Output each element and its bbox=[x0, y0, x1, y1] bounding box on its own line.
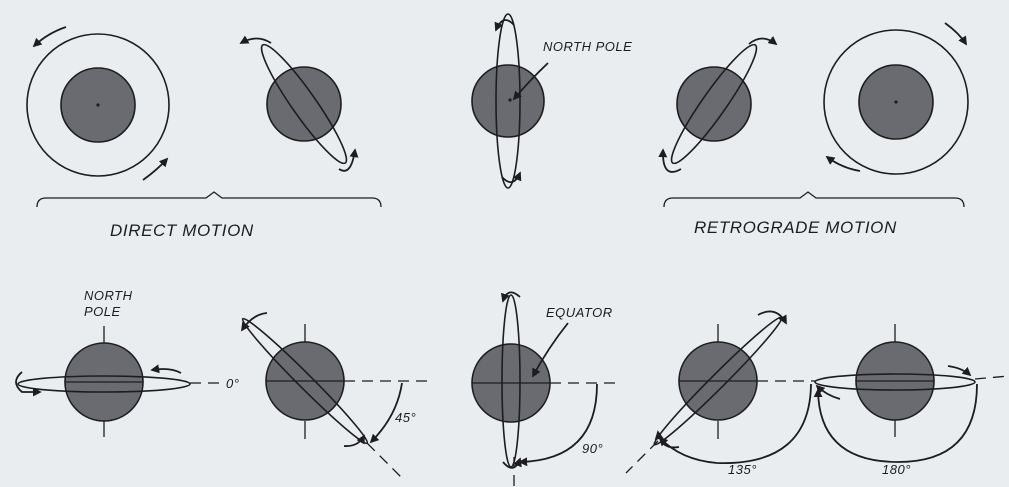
planet-center-dot bbox=[96, 103, 100, 107]
reference-dash-diagonal bbox=[366, 442, 403, 479]
top-planet-north-pole: NORTH POLE bbox=[471, 13, 632, 189]
rotation-arrow-upper bbox=[501, 291, 521, 303]
rotation-arrow-lower bbox=[343, 434, 365, 447]
top-planet-retrograde-tilted bbox=[658, 36, 778, 173]
rotation-arrow-upper bbox=[944, 22, 967, 46]
ring bbox=[17, 375, 191, 393]
top-planet-direct-orbit bbox=[26, 26, 170, 181]
ring bbox=[670, 43, 758, 165]
rotation-arrow-lower bbox=[825, 155, 861, 172]
north-pole-label: NORTH POLE bbox=[543, 39, 632, 54]
direct-motion-bracket: DIRECT MOTION bbox=[36, 191, 382, 240]
angle-arc-180 bbox=[813, 383, 978, 463]
angle-label-135: 135° bbox=[728, 462, 757, 477]
tilt-0-planet: NORTH POLE 0° bbox=[15, 288, 239, 437]
north-pole-label-line1: NORTH bbox=[84, 288, 133, 303]
orbit-ring bbox=[823, 29, 969, 175]
angle-arc-135 bbox=[658, 383, 812, 464]
top-planet-retrograde-orbit bbox=[823, 22, 969, 175]
retrograde-motion-bracket: RETROGRADE MOTION bbox=[663, 191, 965, 237]
reference-dash bbox=[974, 375, 1009, 380]
direct-motion-label: DIRECT MOTION bbox=[110, 221, 254, 240]
planet-disc bbox=[676, 66, 752, 142]
retrograde-motion-label: RETROGRADE MOTION bbox=[694, 218, 897, 237]
north-pole-pointer bbox=[512, 62, 549, 101]
angle-label-90: 90° bbox=[582, 441, 603, 456]
top-planet-direct-tilted bbox=[239, 35, 359, 172]
angle-arc-90 bbox=[518, 383, 598, 467]
equator-label: EQUATOR bbox=[546, 305, 613, 320]
tilt-45-planet: 45° bbox=[240, 312, 432, 479]
rotation-arrow-upper bbox=[494, 19, 515, 32]
ring bbox=[260, 43, 348, 165]
rotation-arrow-right bbox=[150, 364, 182, 374]
equator-pointer bbox=[532, 322, 569, 378]
planet-disc bbox=[471, 64, 545, 138]
rotation-arrow-left bbox=[15, 371, 42, 397]
reference-dash-diagonal bbox=[625, 440, 659, 474]
north-pole-dot bbox=[508, 98, 512, 102]
rotation-arrow-upper bbox=[32, 26, 67, 48]
rotation-arrow-upper bbox=[748, 36, 778, 46]
bracket-line bbox=[663, 191, 965, 208]
rotation-arrow-lower bbox=[142, 157, 169, 181]
bracket-line bbox=[36, 191, 382, 208]
ring bbox=[495, 13, 521, 189]
planet-disc bbox=[266, 66, 342, 142]
rotation-arrow-lower bbox=[658, 148, 682, 173]
tilt-180-planet: 180° bbox=[813, 324, 1009, 477]
planet-center-dot bbox=[894, 100, 898, 104]
angle-arc-45 bbox=[369, 382, 403, 444]
north-pole-label-line2: POLE bbox=[84, 304, 121, 319]
ring bbox=[814, 373, 976, 391]
rotation-arrow-upper bbox=[239, 35, 272, 44]
tilt-135-planet: 135° bbox=[625, 310, 816, 477]
rotation-arrow-lower bbox=[338, 148, 359, 172]
rotation-arrow-lower bbox=[654, 430, 680, 449]
rotation-arrow-upper bbox=[240, 312, 268, 332]
rotation-arrow-lower bbox=[815, 384, 841, 400]
rotation-arrow-lower bbox=[501, 171, 522, 183]
rotation-arrow-lower bbox=[502, 457, 522, 469]
angle-label-180: 180° bbox=[882, 462, 911, 477]
rotation-arrow-upper bbox=[757, 310, 787, 325]
rotation-arrow-upper bbox=[947, 365, 972, 377]
angle-label-0: 0° bbox=[226, 376, 239, 391]
orbit-ring bbox=[26, 33, 170, 177]
angle-label-45: 45° bbox=[395, 410, 416, 425]
tilt-90-planet: EQUATOR 90° bbox=[471, 291, 622, 487]
